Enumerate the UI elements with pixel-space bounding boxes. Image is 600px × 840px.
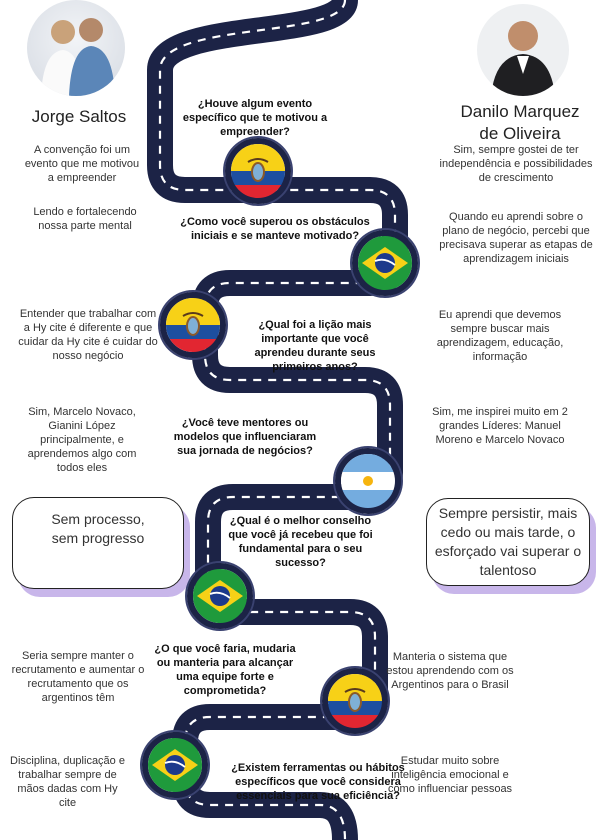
left-answer-7: Disciplina, duplicação e trabalhar sempr… [10, 755, 125, 809]
bubble-quote-left: Sem processo, sem progresso [51, 511, 145, 546]
left-answer-6: Seria sempre manter o recrutamento e aum… [11, 650, 145, 704]
flag-brazil-icon [142, 732, 208, 798]
left-answer-4: Sim, Marcelo Novaco, Gianini López princ… [27, 406, 137, 474]
right-answer-3: Eu aprendi que devemos sempre buscar mai… [436, 309, 564, 363]
right-answer-7: Estudar muito sobre inteligência emocion… [387, 755, 513, 795]
flag-ecuador-icon [225, 138, 291, 204]
flag-ecuador-icon [322, 668, 388, 734]
question-3: ¿Qual foi a lição mais importante que vo… [254, 319, 376, 373]
speech-bubble-left: Sem processo, sem progresso [12, 497, 184, 589]
person-name-right-line1: Danilo Marquez [460, 102, 580, 121]
question-6: ¿O que você faria, mudaria ou manteria p… [154, 643, 296, 697]
avatar-danilo-marquez [477, 4, 569, 96]
left-answer-2: Lendo e fortalecendo nossa parte mental [33, 206, 137, 232]
right-answer-4: Sim, me inspirei muito em 2 grandes Líde… [432, 406, 568, 446]
right-answer-2: Quando eu aprendi sobre o plano de negóc… [439, 211, 593, 265]
right-answer-6: Manteria o sistema que estou aprendendo … [386, 651, 514, 691]
speech-bubble-right: Sempre persistir, mais cedo ou mais tard… [426, 498, 590, 586]
flag-brazil-icon [187, 563, 253, 629]
left-answer-3: Entender que trabalhar com a Hy cite é d… [18, 308, 158, 362]
question-4: ¿Você teve mentores ou modelos que influ… [173, 417, 317, 457]
bubble-quote-right: Sempre persistir, mais cedo ou mais tard… [434, 505, 582, 578]
flag-brazil-icon [352, 230, 418, 296]
question-5: ¿Qual é o melhor conselho que você já re… [228, 515, 373, 569]
avatar-jorge-saltos [27, 0, 125, 96]
left-answer-1: A convenção foi um evento que me motivou… [24, 144, 140, 184]
person-photo-icon [491, 21, 555, 96]
question-1: ¿Houve algum evento específico que te mo… [182, 98, 328, 138]
question-7: ¿Existem ferramentas ou hábitos específi… [231, 762, 405, 802]
person-photo-icon [41, 18, 115, 96]
flag-ecuador-icon [160, 292, 226, 358]
person-name-left: Jorge Saltos [31, 107, 127, 126]
question-2: ¿Como você superou os obstáculos iniciai… [180, 216, 370, 242]
right-answer-1: Sim, sempre gostei de ter independência … [439, 144, 593, 184]
person-name-right-line2: de Oliveira [479, 124, 561, 143]
flag-argentina-icon [335, 448, 401, 514]
